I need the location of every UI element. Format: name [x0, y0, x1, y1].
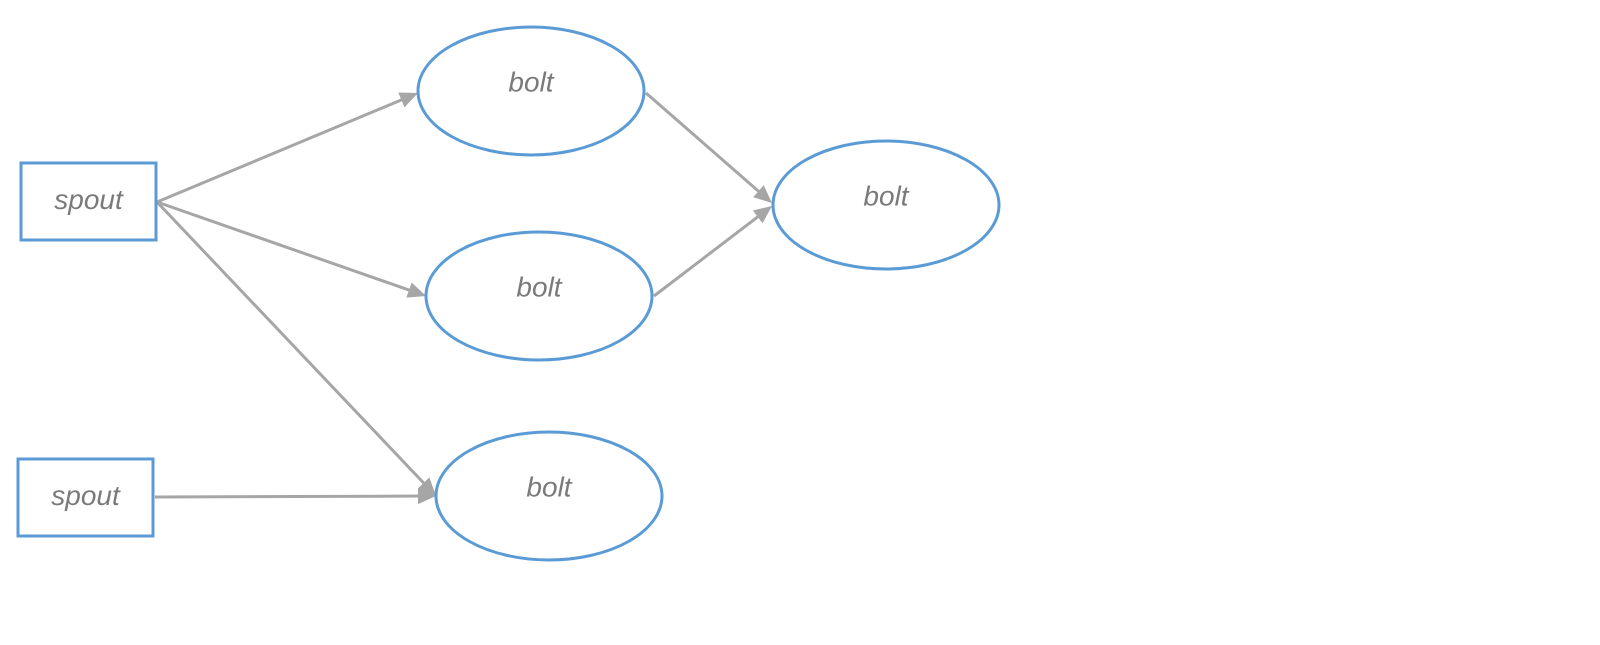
arrowhead-icon [406, 282, 426, 298]
arrowhead-icon [398, 92, 418, 108]
edges-layer [154, 91, 772, 505]
edge-line [156, 200, 412, 293]
bolt-node-right[interactable]: bolt [771, 139, 1001, 271]
edge-spout-2-to-bolt-bottom [154, 488, 436, 505]
bolt-node-middle[interactable]: bolt [424, 230, 654, 362]
nodes-layer: spout spout bolt bolt bolt bolt [16, 25, 1001, 562]
edge-spout-1-to-bolt-bottom [155, 200, 436, 496]
edge-spout-1-to-bolt-middle [156, 200, 426, 298]
bolt-node-right-label: bolt [863, 180, 909, 211]
bolt-node-bottom[interactable]: bolt [434, 430, 664, 562]
spout-node-2[interactable]: spout [16, 457, 155, 538]
spout-node-1[interactable]: spout [19, 161, 158, 242]
bolt-node-top-label: bolt [508, 66, 554, 97]
bolt-node-top[interactable]: bolt [416, 25, 646, 157]
edge-line [154, 494, 421, 499]
edge-line [653, 214, 761, 298]
edge-bolt-top-to-bolt-right [645, 91, 772, 203]
edge-spout-1-to-bolt-top [156, 92, 418, 204]
arrowhead-icon [417, 477, 436, 496]
edge-line [645, 91, 761, 194]
edge-line [155, 200, 427, 486]
arrowhead-icon [753, 185, 772, 203]
arrowhead-icon [417, 488, 436, 505]
edge-bolt-middle-to-bolt-right [653, 206, 772, 298]
edge-line [156, 97, 404, 204]
arrowhead-icon [752, 206, 772, 224]
spout-node-2-label: spout [51, 480, 121, 511]
bolt-node-bottom-label: bolt [526, 471, 572, 502]
spout-node-1-label: spout [54, 184, 124, 215]
bolt-node-middle-label: bolt [516, 271, 562, 302]
